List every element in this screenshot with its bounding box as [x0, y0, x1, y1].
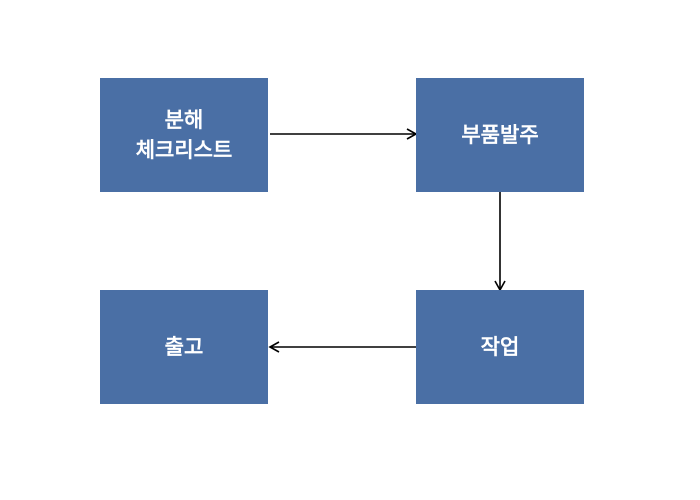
node-shipping: 출고 — [100, 290, 268, 404]
node-label: 작업 — [480, 335, 520, 359]
node-label: 부품발주 — [461, 123, 539, 147]
node-disassembly-checklist: 분해 체크리스트 — [100, 78, 268, 192]
node-work: 작업 — [416, 290, 584, 404]
node-label: 출고 — [164, 335, 204, 359]
node-label-line-2: 체크리스트 — [135, 138, 233, 162]
node-parts-order: 부품발주 — [416, 78, 584, 192]
node-label-line-1: 분해 — [164, 108, 204, 132]
